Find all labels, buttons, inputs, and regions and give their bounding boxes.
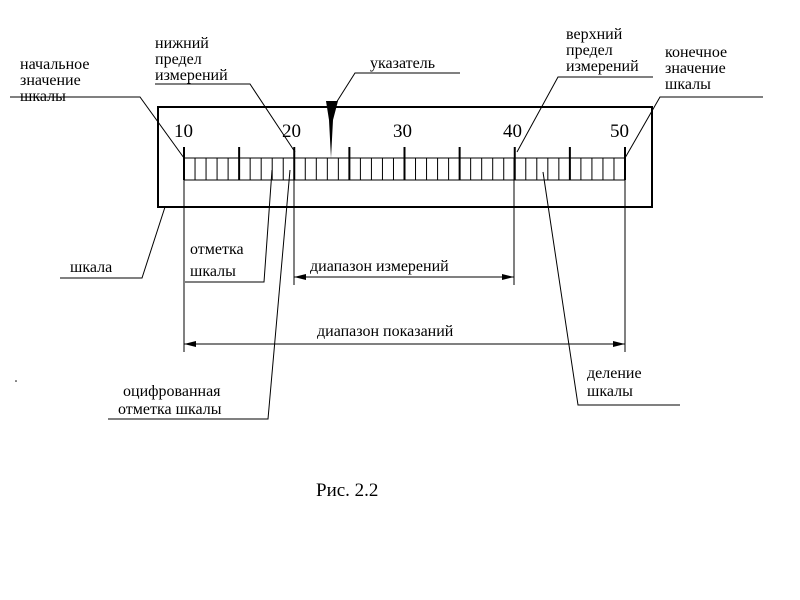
scale-mark-label: отметка шкалы [190,241,244,280]
pointer-needle [326,101,338,158]
svg-text:шкалы: шкалы [190,263,236,280]
scale-number-10: 10 [174,121,193,142]
lower-limit-leader [155,83,296,153]
svg-text:отметка шкалы: отметка шкалы [118,401,222,418]
final-value-label: конечное значение шкалы [665,44,727,93]
upper-limit-leader [516,76,653,153]
initial-value-leader [10,96,185,159]
svg-text:предел: предел [155,51,202,68]
final-value-leader [624,96,763,159]
svg-text:шкалы: шкалы [665,76,711,93]
instrument-frame [157,106,653,208]
svg-text:предел: предел [566,42,613,59]
scale-number-40: 40 [503,121,522,142]
svg-text:значение: значение [665,60,726,77]
scale-number-30: 30 [393,121,412,142]
scale-number-20: 20 [282,121,301,142]
scale-mark-leader [185,169,273,283]
upper-limit-label: верхний предел измерений [566,26,639,75]
scale-band [183,147,626,181]
svg-text:измерений: измерений [155,67,228,84]
lower-limit-label: нижний предел измерений [155,35,228,84]
scale-division-leader [542,171,680,406]
svg-text:измерений: измерений [566,58,639,75]
svg-text:нижний: нижний [155,35,209,52]
scale-division-label: деление шкалы [587,365,642,400]
svg-text:шкалы: шкалы [587,383,633,400]
figure-caption: Рис. 2.2 [316,480,378,501]
measurement-range-label: диапазон измерений [310,258,449,275]
svg-text:верхний: верхний [566,26,623,43]
initial-value-label: начальное значение шкалы [20,56,89,105]
svg-text:конечное: конечное [665,44,727,61]
svg-text:отметка: отметка [190,241,244,258]
svg-text:оцифрованная: оцифрованная [123,383,221,400]
pointer-leader [335,72,460,104]
scale-ticks [183,147,626,180]
digitized-mark-label: оцифрованная отметка шкалы [118,383,222,418]
svg-text:деление: деление [587,365,642,382]
pointer-label: указатель [370,55,435,72]
svg-text:значение: значение [20,72,81,89]
scale-leader [60,206,166,279]
scale-number-50: 50 [610,121,629,142]
indication-range-label: диапазон показаний [317,323,454,340]
digitized-mark-leader [108,169,291,420]
svg-text:начальное: начальное [20,56,89,73]
scale-label: шкала [70,259,112,276]
stray-dot [15,380,17,382]
